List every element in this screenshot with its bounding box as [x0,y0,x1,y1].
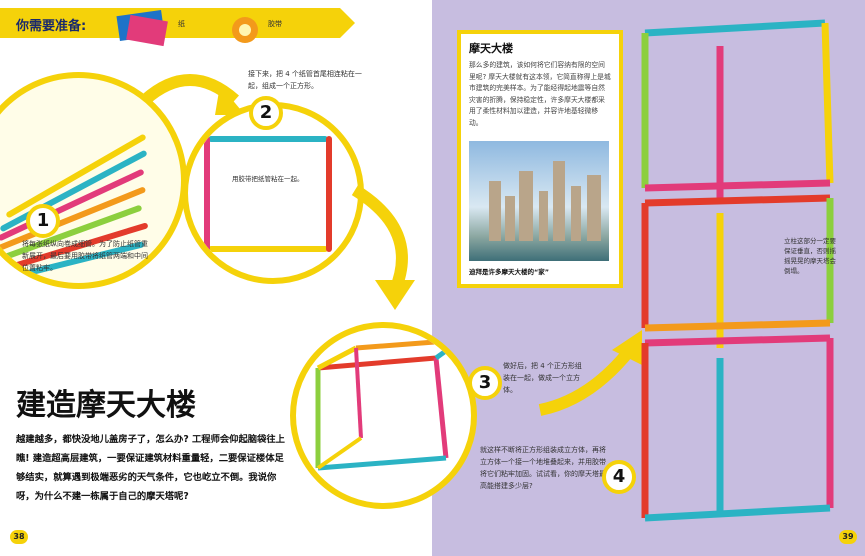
dubai-photo [469,141,609,261]
materials-banner: 你需要准备: 纸 胶带 [0,8,355,47]
banner-title: 你需要准备: [16,19,87,34]
info-title: 摩天大楼 [469,42,513,55]
step1-number: 1 [26,204,60,238]
step3-image [290,322,477,509]
step2-text: 接下来，把 4 个纸管首尾相连粘在一起，组成一个正方形。 [248,70,362,90]
step2-note: 用胶带把纸管粘在一起。 [232,175,304,183]
arrow-1-icon [141,74,245,115]
info-text: 那么多的建筑，该如何将它们容纳有限的空间里呢? 摩天大楼就有这本领，它简直称得上… [469,61,611,127]
tape-image [232,17,258,43]
material-paper-label: 纸 [178,20,185,28]
page-number-left: 38 [10,530,28,544]
step4-text: 就这样不断将正方形组装成立方体，再将立方体一个接一个地堆叠起来，并用胶带将它们粘… [480,446,606,490]
page-title: 建造摩天大楼 [16,388,196,423]
step4-number: 4 [602,460,636,494]
step1-text: 将每张纸纵向卷成细管。为了防止纸管重新展开，最后要用胶带将纸管两端和中间位置粘牢… [22,240,148,272]
straw-tower-image [641,19,834,522]
page-number-right: 39 [839,530,857,544]
step2-image: 用胶带把纸管粘在一起。 [182,102,364,284]
step2-number: 2 [249,96,283,130]
photo-caption: 迪拜是许多摩天大楼的“家” [469,268,550,276]
arrow-3-icon [538,330,642,416]
step3-number: 3 [468,366,502,400]
material-tape-label: 胶带 [268,20,282,28]
step3-text: 做好后，把 4 个正方形组装在一起，做成一个立方体。 [503,362,582,394]
step1-image [0,72,187,289]
skyscraper-info-box: 摩天大楼 那么多的建筑，该如何将它们容纳有限的空间里呢? 摩天大楼就有这本领，它… [457,30,623,288]
vertical-note: 立柱这部分一定要保证垂直，否则摇摇晃晃的摩天塔会倒塌。 [784,237,836,275]
arrow-2-icon [351,184,415,310]
intro-paragraph: 越建越多，都快没地儿盖房子了，怎么办? 工程师会仰起脑袋往上瞧! 建造超高层建筑… [16,434,285,502]
